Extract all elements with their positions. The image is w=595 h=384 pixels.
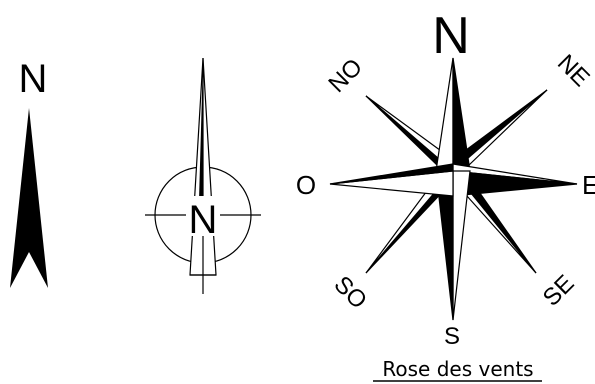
rose-point-north bbox=[436, 58, 470, 171]
compass-label-northwest: NO bbox=[323, 53, 368, 98]
arrow1-north-label: N bbox=[19, 57, 48, 101]
compass-label-west: O bbox=[296, 170, 316, 200]
compass-rose: N NE E SE S SO O NO Rose des vents bbox=[296, 7, 595, 381]
rose-point-west bbox=[330, 164, 453, 196]
arrow1-right-half bbox=[29, 108, 48, 288]
compass-label-northeast: NE bbox=[552, 49, 595, 92]
compass-label-southwest: SO bbox=[328, 271, 372, 315]
arrow1-left-half bbox=[10, 108, 29, 288]
rose-point-east bbox=[453, 164, 577, 196]
compass-label-southeast: SE bbox=[538, 270, 580, 312]
compass-label-east: E bbox=[582, 170, 595, 200]
simple-north-arrow: N bbox=[10, 57, 48, 288]
compass-caption: Rose des vents bbox=[382, 357, 533, 381]
compass-label-north: N bbox=[432, 7, 470, 65]
needle-north-arrow bbox=[145, 58, 261, 294]
compass-label-south: S bbox=[444, 323, 460, 350]
arrow2-north-label: N bbox=[189, 198, 218, 242]
